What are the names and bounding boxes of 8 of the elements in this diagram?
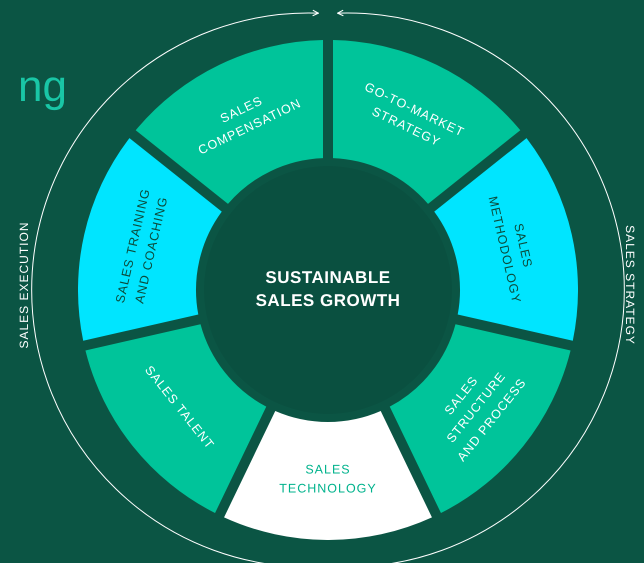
center-title: SUSTAINABLE SALES GROWTH <box>254 267 402 312</box>
ring-segment <box>85 324 267 514</box>
side-label: SALES STRATEGY <box>623 225 637 345</box>
ring-segment <box>389 324 571 514</box>
segment-label: SALES TECHNOLOGY <box>278 462 378 498</box>
heading-fragment: ng <box>18 62 67 112</box>
side-label: SALES EXECUTION <box>17 221 31 349</box>
ring-segment <box>224 411 432 540</box>
